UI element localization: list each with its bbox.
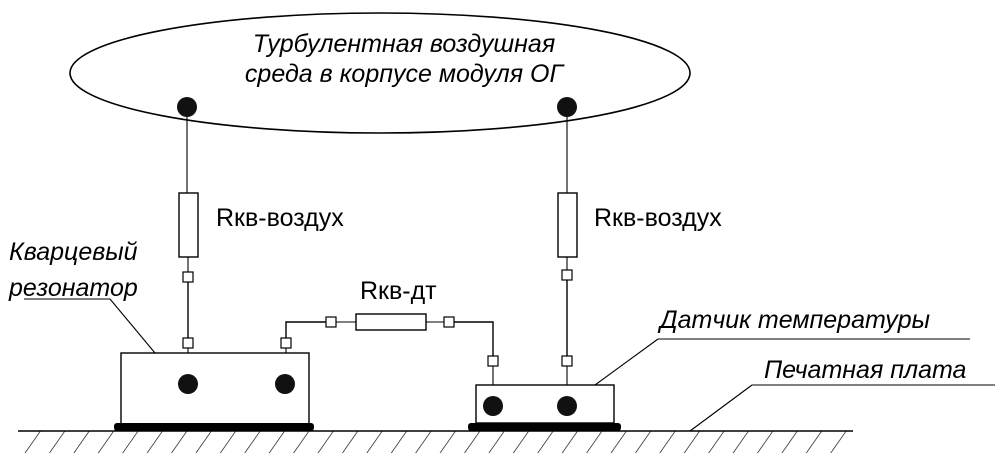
terminal-left-lower bbox=[182, 337, 194, 349]
resistor-left-label: Rкв-воздух bbox=[216, 204, 344, 232]
air-environment-ellipse bbox=[69, 12, 691, 134]
printed-circuit-board: Печатная плата bbox=[18, 356, 995, 453]
resistor-right bbox=[557, 192, 578, 258]
resistor-middle-label: Rкв-дт bbox=[360, 277, 437, 305]
sensor-node-right bbox=[557, 396, 577, 416]
wire-mid-left bbox=[285, 321, 326, 338]
sensor-leader-line bbox=[594, 338, 659, 386]
resistor-middle bbox=[355, 313, 427, 331]
air-node-right bbox=[557, 97, 577, 117]
wire-mid-right bbox=[454, 321, 494, 356]
quartz-resonator: Кварцевый резонатор bbox=[8, 238, 314, 431]
terminal-left-upper bbox=[182, 271, 194, 283]
terminal-right-upper bbox=[561, 269, 573, 281]
sensor-label: Датчик температуры bbox=[657, 306, 930, 334]
right-resistance-path: Rкв-воздух bbox=[557, 117, 722, 398]
resonator-leader-line bbox=[109, 298, 156, 354]
air-environment-label-line1: Турбулентная воздушная bbox=[253, 30, 555, 58]
temperature-sensor: Датчик температуры bbox=[468, 306, 970, 431]
sensor-node-left bbox=[483, 396, 503, 416]
air-environment: Турбулентная воздушная среда в корпусе м… bbox=[69, 12, 691, 134]
left-resistance-path: Rкв-воздух bbox=[178, 117, 344, 375]
terminal-mid-left-upper bbox=[325, 316, 337, 328]
board-leader-line bbox=[689, 384, 753, 432]
board-hatching bbox=[18, 431, 853, 453]
terminal-mid-left-lower bbox=[280, 337, 292, 349]
resonator-node-right bbox=[275, 374, 295, 394]
resonator-label-line2: резонатор bbox=[8, 274, 138, 302]
air-node-left bbox=[177, 97, 197, 117]
sensor-base bbox=[468, 423, 621, 431]
air-environment-label-line2: среда в корпусе модуля ОГ bbox=[245, 60, 566, 88]
resistor-right-label: Rкв-воздух bbox=[594, 204, 722, 232]
terminal-right-lower bbox=[561, 355, 573, 367]
resonator-base bbox=[114, 423, 314, 431]
terminal-mid-right-upper bbox=[443, 316, 455, 328]
terminal-mid-right-lower bbox=[487, 355, 499, 367]
board-label: Печатная плата bbox=[764, 356, 967, 384]
resonator-label-line1: Кварцевый bbox=[9, 238, 138, 266]
middle-resistance-path: Rкв-дт bbox=[280, 277, 499, 398]
resistor-left bbox=[178, 192, 199, 258]
resonator-node-left bbox=[178, 374, 198, 394]
